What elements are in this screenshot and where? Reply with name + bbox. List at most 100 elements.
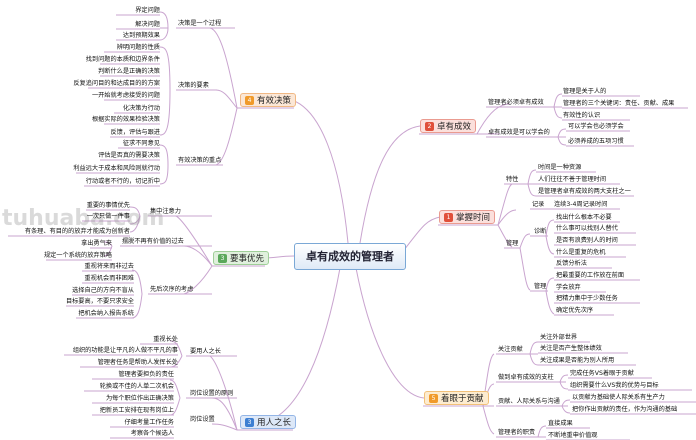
leaf[interactable]: 组织的功能是让平凡的人做不平凡的事 (72, 347, 178, 354)
leaf[interactable]: 反馈分析法 (556, 260, 587, 267)
priority-focus[interactable]: 集中注意力 (150, 208, 181, 215)
leaf[interactable]: 目标要高，不要只求安全 (65, 298, 134, 305)
leaf[interactable]: 完成任务VS着眼于贡献 (570, 370, 634, 377)
leaf[interactable]: 选择自己的方向不盲从 (72, 287, 134, 294)
leaf[interactable]: 学会放弃 (556, 284, 581, 291)
leaf[interactable]: 判断什么是正确的决策 (98, 68, 160, 75)
leaf[interactable]: 可以学会也必须学会 (568, 123, 624, 130)
leaf[interactable]: 达到预期效果 (122, 32, 160, 39)
effective-must[interactable]: 管理者必须卓有成效 (488, 99, 544, 106)
leaf[interactable]: 不断地重申价值观 (548, 432, 598, 439)
leaf[interactable]: 仔细考量工作任务 (124, 419, 175, 426)
leaf[interactable]: 轮换或不佳的人单二次机会 (99, 383, 174, 390)
leaf[interactable]: 根据实际的效果检验决策 (91, 116, 160, 123)
leaf[interactable]: 时间是一种资源 (538, 164, 582, 171)
leaf[interactable]: 组织需要什么VS我的优势与目标 (570, 382, 659, 389)
topic-number-badge: 3 (245, 418, 254, 427)
topic-label: 着眼于贡献 (441, 394, 484, 404)
leaf[interactable]: 辨明问题的性质 (116, 44, 160, 51)
leaf[interactable]: 关注外部世界 (540, 334, 578, 341)
leaf[interactable]: 把你作出贡献的责任，作为沟通的基础 (572, 406, 678, 413)
leaf[interactable]: 为每个职位作出正确决策 (105, 395, 174, 402)
leaf[interactable]: 把新员工安排在现有岗位上 (99, 407, 174, 414)
leaf[interactable]: 考察各个候选人 (130, 430, 174, 437)
leaf[interactable]: 征求不同意见 (122, 140, 160, 147)
contribution-pillars[interactable]: 做到卓有成效的支柱 (498, 374, 554, 381)
effective-learnable[interactable]: 卓有成效是可以学会的 (488, 129, 550, 136)
time-record[interactable]: 记录 (532, 201, 545, 208)
leaf[interactable]: 行动或者不行的，切记折中 (85, 178, 160, 185)
leaf[interactable]: 重视机会而非困难 (84, 275, 135, 282)
leaf[interactable]: 是管理者卓有成效的两大支柱之一 (538, 188, 631, 195)
topic-number-badge: 3 (218, 254, 227, 263)
leaf[interactable]: 找到问题的本质和边界条件 (85, 56, 160, 63)
leaf[interactable]: 管理者要担负的责任 (118, 371, 174, 378)
topic-label: 用人之长 (257, 418, 292, 428)
leaf[interactable]: 管理者任务是帮助人发挥长处 (97, 359, 178, 366)
topic-label: 有效决策 (257, 96, 292, 106)
topic-label: 卓有成效 (437, 122, 472, 132)
leaf[interactable]: 必须养成的五项习惯 (568, 138, 624, 145)
leaf[interactable]: 以贡献为基础使人际关系有生产力 (572, 394, 665, 401)
leaf[interactable]: 找出什么根本不必要 (556, 214, 612, 221)
decision-key-points[interactable]: 有效决策的重点 (178, 157, 222, 164)
leaf[interactable]: 有条理、有目的的放弃才能成为创新者 (24, 228, 130, 235)
contribution-relations[interactable]: 贡献、人际关系与沟通 (498, 398, 560, 405)
leaf[interactable]: 解决问题 (135, 21, 160, 28)
leaf[interactable]: 利益远大于成本和风险则就行动 (73, 165, 160, 172)
topic-number-badge: 5 (429, 394, 438, 403)
people-position-principles[interactable]: 岗位设置的原则 (190, 390, 234, 397)
time-feature[interactable]: 特性 (506, 176, 519, 183)
leaf[interactable]: 重视将来而非过去 (84, 263, 135, 270)
people-position[interactable]: 岗位设置 (190, 416, 215, 423)
leaf[interactable]: 关注是否产生整体绩效 (540, 345, 602, 352)
leaf[interactable]: 什么事可以找别人替代 (556, 225, 618, 232)
leaf[interactable]: 管理是关于人的 (563, 88, 607, 95)
leaf[interactable]: 把精力集中于少数任务 (556, 295, 618, 302)
leaf[interactable]: 一次只做一件事 (86, 213, 130, 220)
central-topic[interactable]: 卓有成效的管理者 (294, 243, 406, 270)
leaf[interactable]: 把最重要的工作放在前面 (556, 272, 625, 279)
watermark: tuhuaba.com (2, 206, 165, 231)
leaf[interactable]: 关注成果是否能为别人所用 (540, 357, 615, 364)
contribution-duties[interactable]: 管理者的职责 (498, 429, 536, 436)
leaf[interactable]: 人们往往不善于管理时间 (538, 176, 607, 183)
priority-order[interactable]: 先后次序的考虑 (150, 286, 194, 293)
leaf[interactable]: 把机会纳入报告系统 (78, 310, 134, 317)
leaf[interactable]: 确定优先次序 (556, 307, 594, 314)
leaf[interactable]: 有效性的认识 (563, 112, 601, 119)
leaf[interactable]: 重要的事情优先 (86, 202, 130, 209)
leaf[interactable]: 重视长处 (153, 336, 178, 343)
leaf[interactable]: 规定一个系统的放弃策略 (43, 252, 112, 259)
leaf[interactable]: 化决策为行动 (122, 105, 160, 112)
leaf[interactable]: 什么是重复的危机 (556, 249, 606, 256)
time-manage[interactable]: 管理 (506, 240, 519, 247)
topic-number-badge: 1 (444, 213, 453, 222)
priority-abandon-past[interactable]: 摆脱不再有价值的过去 (122, 238, 184, 245)
leaf[interactable]: 直接成果 (548, 420, 573, 427)
contribution-focus[interactable]: 关注贡献 (498, 346, 523, 353)
leaf[interactable]: 评估是否真的需要决策 (98, 152, 160, 159)
decision-process[interactable]: 决策是一个过程 (178, 20, 222, 27)
people-use-strengths[interactable]: 要用人之长 (190, 348, 221, 355)
leaf[interactable]: 反复追问目的和达成目的的方案 (73, 80, 160, 87)
decision-elements[interactable]: 决策的要素 (178, 82, 209, 89)
leaf[interactable]: 一开始就考虑接受的问题 (91, 92, 160, 99)
topic-number-badge: 2 (425, 122, 434, 131)
time-diagnose[interactable]: 诊断 (534, 228, 547, 235)
leaf[interactable]: 管理者的三个关键词：责任、贡献、成果 (563, 100, 675, 107)
time-integrate[interactable]: 管理 (534, 283, 547, 290)
leaf[interactable]: 是否有浪费别人的时间 (556, 237, 618, 244)
leaf[interactable]: 连续3-4周记录时间 (554, 201, 608, 208)
leaf[interactable]: 界定问题 (135, 7, 160, 14)
topic-label: 要事优先 (230, 254, 265, 264)
leaf[interactable]: 反馈，评估与跟进 (110, 129, 161, 136)
leaf[interactable]: 拿出勇气来 (81, 240, 112, 247)
